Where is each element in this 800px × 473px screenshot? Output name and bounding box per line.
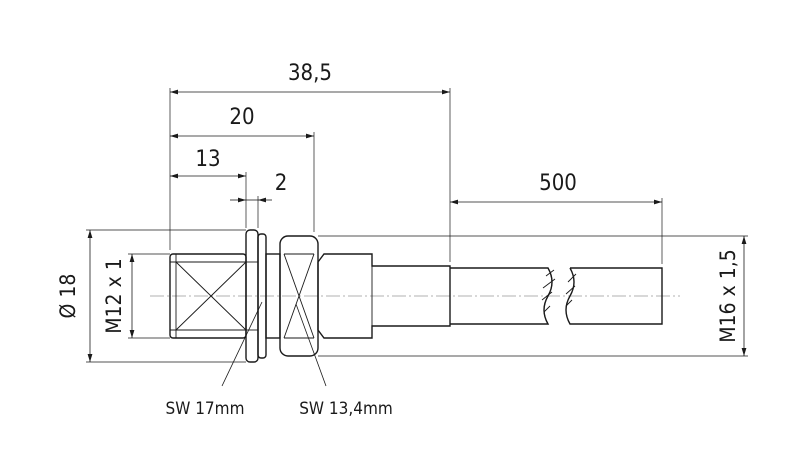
leader-lines xyxy=(221,301,327,387)
extension-lines xyxy=(86,88,748,363)
diameter-label: Ø 18 xyxy=(56,274,80,319)
leader-sw13-4 xyxy=(295,303,327,387)
dimension-lines xyxy=(87,89,747,362)
thread-cross-b xyxy=(175,261,247,331)
rear-thread-label: M16 x 1,5 xyxy=(716,249,740,343)
break-hatching xyxy=(541,269,577,313)
wrench-front-label: SW 17mm xyxy=(166,399,245,419)
overall-length-label: 38,5 xyxy=(288,61,332,86)
flange-thickness-label: 2 xyxy=(275,171,288,196)
cable-break-hatch xyxy=(543,267,553,325)
connector-body xyxy=(169,229,663,363)
wrench-rear-label: SW 13,4mm xyxy=(299,399,393,419)
front-thread-label: M12 x 1 xyxy=(102,258,126,334)
cable-length-label: 500 xyxy=(539,171,577,196)
cable-right xyxy=(565,267,663,325)
hex-cross-b xyxy=(283,253,315,339)
rear-sleeve xyxy=(317,253,451,339)
leader-sw17 xyxy=(221,301,263,387)
housing-length-label: 20 xyxy=(229,105,254,130)
thread-length-label: 13 xyxy=(195,147,220,172)
